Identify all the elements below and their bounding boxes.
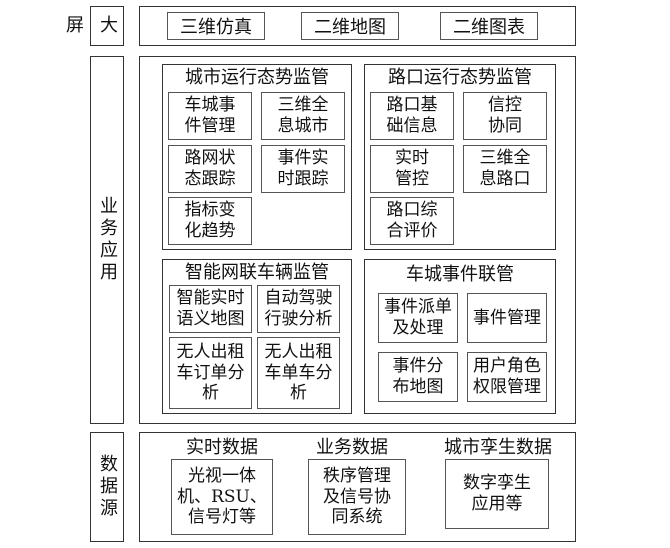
label-box-screen [90, 6, 124, 46]
city-item-3d-city: 三维全 息城市 [261, 92, 345, 140]
vehicle-item-taxi-single-analysis: 无人出租 车单车分 析 [257, 337, 340, 409]
event-item-user-permissions: 用户角色 权限管理 [467, 352, 547, 402]
event-item-dispatch: 事件派单 及处理 [378, 293, 458, 343]
group-city-monitor-title: 城市运行态势监管 [185, 67, 329, 88]
group-event-joint-mgmt-title: 车城事件联管 [406, 264, 514, 285]
label-datasource: 数据源 [97, 454, 118, 520]
group-intersection-monitor-title: 路口运行态势监管 [388, 67, 532, 88]
intersection-item-realtime-control: 实时 管控 [370, 145, 454, 193]
vehicle-item-semantic-map: 智能实时 语义地图 [169, 285, 252, 333]
label-screen: 大屏 [63, 15, 118, 37]
event-item-distribution-map: 事件分 布地图 [378, 352, 458, 402]
datasource-title-twin: 城市孪生数据 [444, 437, 552, 458]
intersection-item-3d-intersection: 三维全 息路口 [463, 145, 547, 193]
city-item-index-trend: 指标变 化趋势 [168, 197, 252, 245]
screen-item-2d-map: 二维地图 [301, 12, 399, 40]
group-vehicle-monitor-title: 智能网联车辆监管 [185, 262, 329, 283]
datasource-item-realtime: 光视一体 机、RSU、 信号灯等 [171, 459, 273, 535]
intersection-item-basic-info: 路口基 础信息 [370, 92, 454, 140]
event-item-management: 事件管理 [467, 293, 547, 343]
intersection-item-evaluation: 路口综 合评价 [370, 197, 454, 245]
intersection-item-signal-coop: 信控 协同 [463, 92, 547, 140]
datasource-title-business: 业务数据 [316, 437, 388, 458]
city-item-event-track: 事件实 时跟踪 [261, 145, 345, 193]
vehicle-item-taxi-order-analysis: 无人出租 车订单分 析 [169, 337, 252, 409]
label-business: 业务应用 [97, 196, 118, 284]
datasource-item-twin: 数字孪生 应用等 [445, 459, 549, 529]
label-box-datasource [90, 432, 124, 542]
vehicle-item-autodrive-analysis: 自动驾驶 行驶分析 [257, 285, 340, 333]
screen-item-3d-sim: 三维仿真 [167, 12, 265, 40]
city-item-road-status: 路网状 态跟踪 [168, 145, 252, 193]
datasource-item-business: 秩序管理 及信号协 同系统 [308, 459, 406, 535]
city-item-event-mgmt: 车城事 件管理 [168, 92, 252, 140]
screen-item-2d-chart: 二维图表 [440, 12, 538, 40]
label-box-business [90, 56, 124, 424]
datasource-title-realtime: 实时数据 [186, 437, 258, 458]
